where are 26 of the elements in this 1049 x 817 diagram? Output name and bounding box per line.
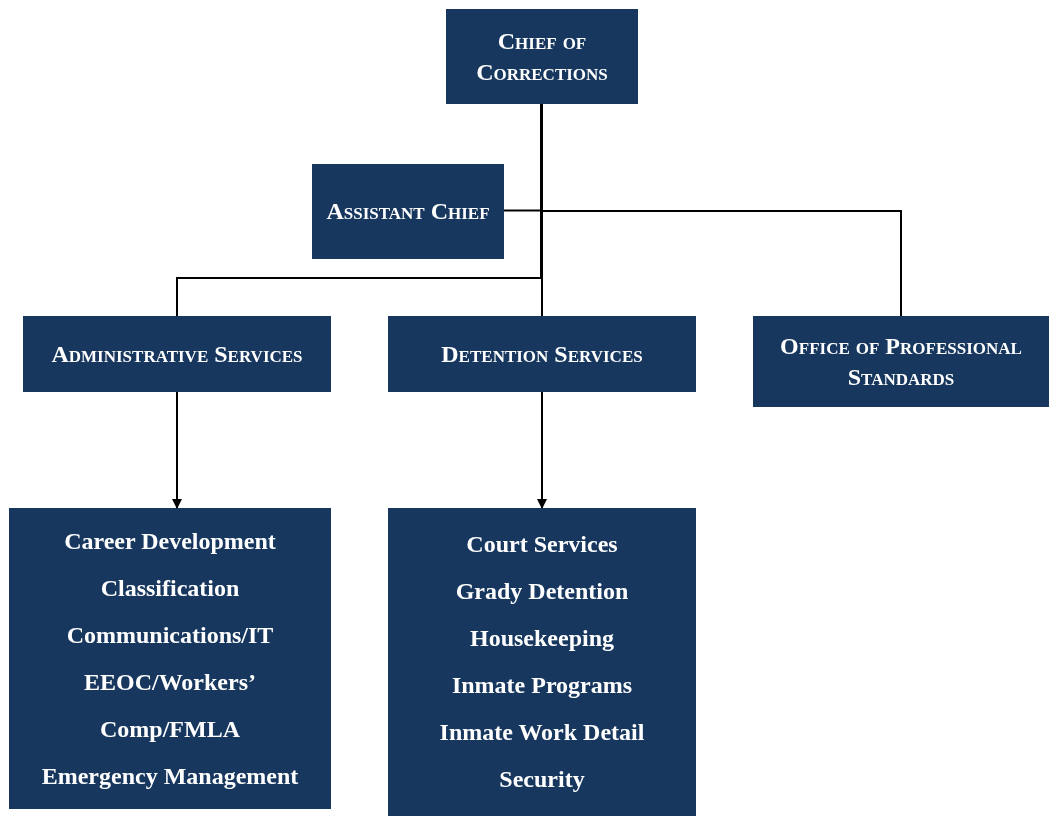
unit-box xyxy=(23,316,331,392)
unit-title: Assistant Chief xyxy=(326,197,490,226)
unit-title: Chief of Corrections xyxy=(475,26,609,87)
unit-title: Office of Professional Standards xyxy=(779,331,1023,392)
connector-line xyxy=(541,103,543,317)
sub-unit-label: Inmate Work Detail xyxy=(439,718,645,747)
sub-unit-label: Security xyxy=(499,765,585,794)
sub-unit-label: Housekeeping xyxy=(470,624,614,653)
unit-title: Detention Services xyxy=(441,339,643,369)
unit-title: Administrative Services xyxy=(51,339,303,369)
unit-box xyxy=(312,164,504,259)
sub-unit-label: Court Services xyxy=(466,530,618,559)
sub-unit-list-box xyxy=(9,508,331,809)
sub-unit-label: EEOC/Workers’ Comp/FMLA xyxy=(83,667,257,744)
sub-unit-list-box xyxy=(388,508,696,816)
sub-unit-label: Grady Detention xyxy=(455,577,629,606)
arrow xyxy=(537,391,547,509)
unit-box xyxy=(388,316,696,392)
sub-unit-label: Communications/IT xyxy=(66,620,274,650)
sub-unit-label: Career Development xyxy=(64,526,276,556)
unit-box xyxy=(753,316,1049,407)
arrow xyxy=(172,391,182,509)
sub-unit-label: Inmate Programs xyxy=(451,671,633,700)
sub-unit-label: Emergency Management xyxy=(41,761,299,791)
unit-box xyxy=(446,9,638,104)
sub-unit-label: Classification xyxy=(100,573,240,603)
